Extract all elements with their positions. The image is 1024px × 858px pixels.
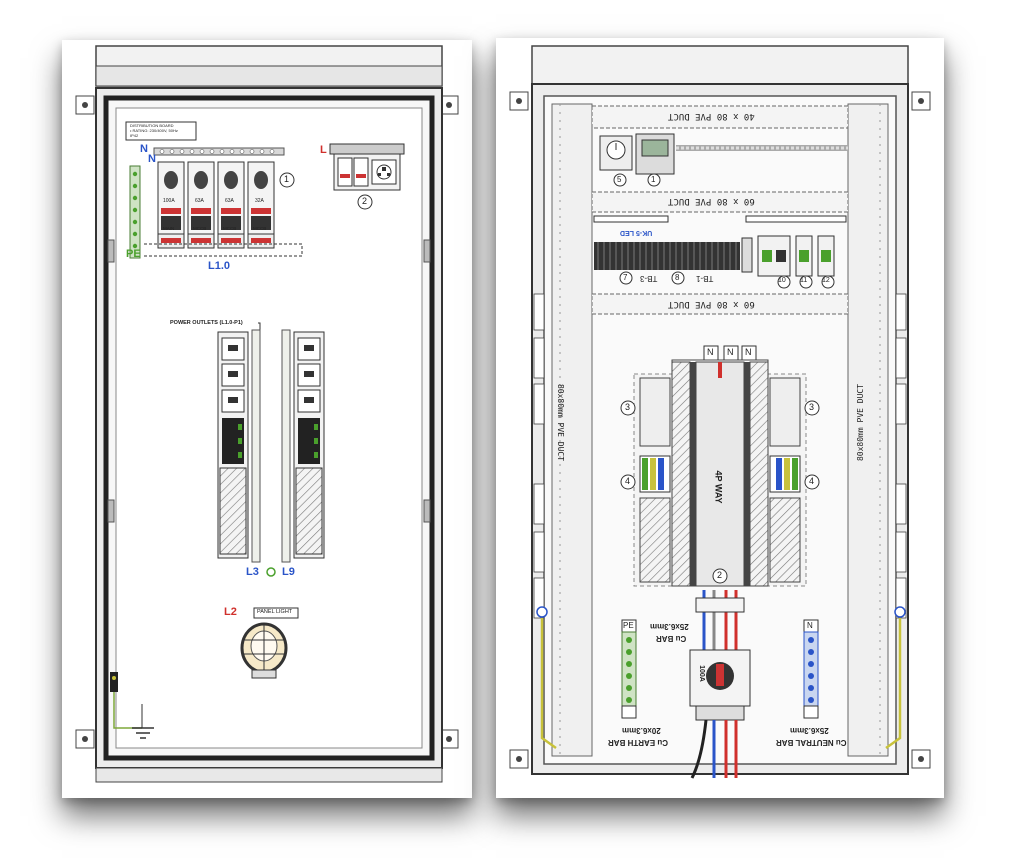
nameplate-line-1: DISTRIBUTION BOARD (130, 123, 174, 128)
strip-left-label: L3 (246, 566, 259, 578)
neutral-label-2: N (148, 153, 156, 165)
duct-top-label: 40 x 80 PVE DUCT (668, 111, 755, 121)
feeder-label: L1.0 (208, 260, 231, 272)
callout-8: 8 (675, 273, 680, 282)
breaker-4-type: MCCB (253, 226, 267, 231)
breaker-1-rating: 100A (163, 198, 175, 204)
busbar-label: 4P WAY (713, 470, 724, 504)
breaker-2-rating: 63A (195, 198, 204, 204)
switch-rating: 100A (697, 665, 705, 682)
left-panel-card: DISTRIBUTION BOARD • RATING: 230/400V, 5… (62, 40, 472, 798)
n-tag-3: N (745, 347, 752, 357)
earth-label: PE (126, 248, 141, 260)
callout-11: 11 (800, 277, 808, 284)
earth-bar-head: PE (623, 621, 634, 630)
duct-side-right-label: 80x80mm PVE DUCT (856, 383, 866, 462)
panel-light-label: PANEL LIGHT (257, 609, 293, 615)
callout-2: 2 (717, 570, 723, 580)
breaker-2-type: MCCB (193, 226, 207, 231)
callout-4-right: 4 (809, 476, 815, 486)
earth-bar-line-1: 20x6.3mm (622, 726, 661, 735)
callout-2: 2 (362, 196, 368, 206)
duct-mid2-label: 60 x 80 PVE DUCT (668, 299, 755, 309)
line-label: L (320, 144, 327, 156)
callout-12: 12 (822, 277, 830, 284)
breaker-3-rating: 63A (225, 198, 234, 204)
tb1-label: TB-1 (696, 274, 714, 283)
nameplate-line-3: IP42 (130, 133, 139, 138)
duct-mid1-label: 60 x 80 PVE DUCT (668, 196, 755, 206)
callout-7: 7 (623, 273, 628, 282)
duct-side-left-label: 80x80mm PVE DUCT (556, 383, 566, 462)
callout-3-left: 3 (625, 402, 631, 412)
callout-4-left: 4 (625, 476, 631, 486)
n-tag-2: N (727, 347, 734, 357)
earth-bar-line-2: Cu EARTH BAR (608, 738, 668, 747)
light-line-label: L2 (224, 606, 237, 618)
power-outlets-label: POWER OUTLETS (L1.0-P1) (170, 320, 243, 326)
callout-1: 1 (651, 175, 656, 184)
right-panel-card: 40 x 80 PVE DUCT 60 x 80 PVE DUCT 60 x 8… (496, 38, 944, 798)
strip-right-label: L9 (282, 566, 295, 578)
breaker-3-type: MCCB (223, 226, 237, 231)
neutral-bar-line-2: Cu NEUTRAL BAR (776, 738, 847, 747)
callout-10: 10 (778, 277, 786, 284)
neutral-label: N (140, 143, 148, 155)
callout-3-right: 3 (809, 402, 815, 412)
breaker-1-type: MAIN (163, 226, 175, 231)
n-tag-1: N (707, 347, 714, 357)
callout-5: 5 (617, 175, 622, 184)
led-label: UK-5 LED (620, 229, 653, 236)
cu-bar-line-2: Cu BAR (656, 634, 687, 643)
breaker-4-rating: 32A (255, 198, 264, 204)
neutral-bar-head: N (807, 621, 813, 630)
left-panel-drawing (75, 45, 459, 783)
nameplate-line-2: • RATING: 230/400V, 50Hz (130, 128, 178, 133)
right-panel-drawing (509, 45, 931, 779)
tb3-label: TB-3 (640, 274, 658, 283)
breaker-group (157, 161, 275, 249)
neutral-bar-line-1: 25x6.3mm (790, 726, 829, 735)
callout-1: 1 (284, 174, 290, 184)
cu-bar-line-1: 25x6.3mm (650, 622, 689, 631)
